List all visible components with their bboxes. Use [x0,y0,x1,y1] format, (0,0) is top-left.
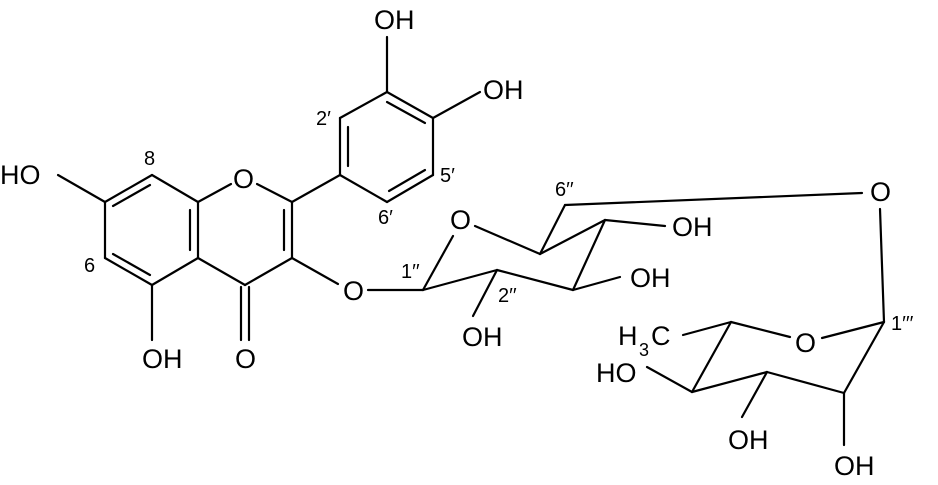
bond [103,173,154,204]
bond [150,256,200,287]
bond [473,224,542,256]
bond [563,191,864,207]
bond [878,207,886,324]
atom-label: C [651,321,671,351]
locant-label: 1′′′ [891,313,914,335]
locant-label: 1′′ [401,261,420,283]
locant-label: 6 [84,255,95,277]
locant-labels: 8 6 2′ 5′ 6′ 1′′ 2′′ 6′′ 1′′′ [84,108,914,335]
bond [603,218,667,228]
bond [103,256,154,287]
atom-subscript: 3 [639,340,649,360]
bond [571,218,607,292]
bond [255,182,294,204]
atom-label: HO [596,358,637,388]
bond [538,218,607,256]
bond [385,173,435,204]
bond [385,100,427,125]
atom-label: O [233,164,254,194]
bond [690,370,769,394]
bond [740,370,769,419]
bond [290,173,342,204]
bond [495,268,575,292]
atom-label: OH [374,5,415,35]
bond [842,320,886,395]
bond [431,90,482,120]
atom-label: OH [142,344,183,374]
bond [56,173,107,204]
bond [681,320,733,337]
bond [421,268,499,292]
bond [820,320,886,340]
locant-label: 2′′ [498,285,517,307]
bond [471,268,499,318]
bond [765,370,846,395]
bond [111,183,152,208]
atom-label: H [618,321,638,351]
atom-label: O [235,344,256,374]
atom-label: OH [834,451,875,481]
bond [196,182,233,204]
locant-label: 8 [144,148,155,170]
bond [571,275,622,292]
bond [338,90,389,120]
atom-labels: HO OH O O O OH OH O OH OH OH O O H 3 C H… [0,5,891,481]
bond [290,256,340,286]
atom-label: OH [672,212,713,242]
bonds [56,35,886,447]
bond [421,234,455,292]
atom-label: OH [483,75,524,105]
locant-label: 6′′ [555,179,574,201]
atom-label: O [450,205,471,235]
bond [243,256,294,287]
atom-label: OH [630,263,671,293]
bond [385,90,435,120]
bond [645,365,694,394]
bond [196,256,247,287]
locant-label: 2′ [316,108,331,130]
bond [387,168,427,193]
bond [150,173,200,204]
locant-label: 6′ [378,207,393,229]
bond [111,252,152,277]
bond [690,320,733,394]
bond [729,320,792,339]
atom-label: OH [462,322,503,352]
bond [338,173,389,204]
locant-label: 5′ [440,165,455,187]
atom-label: O [870,177,891,207]
atom-label: O [343,276,364,306]
atom-label: O [795,328,816,358]
atom-label: HO [0,160,41,190]
atom-label: OH [728,425,769,455]
bond [538,203,567,256]
